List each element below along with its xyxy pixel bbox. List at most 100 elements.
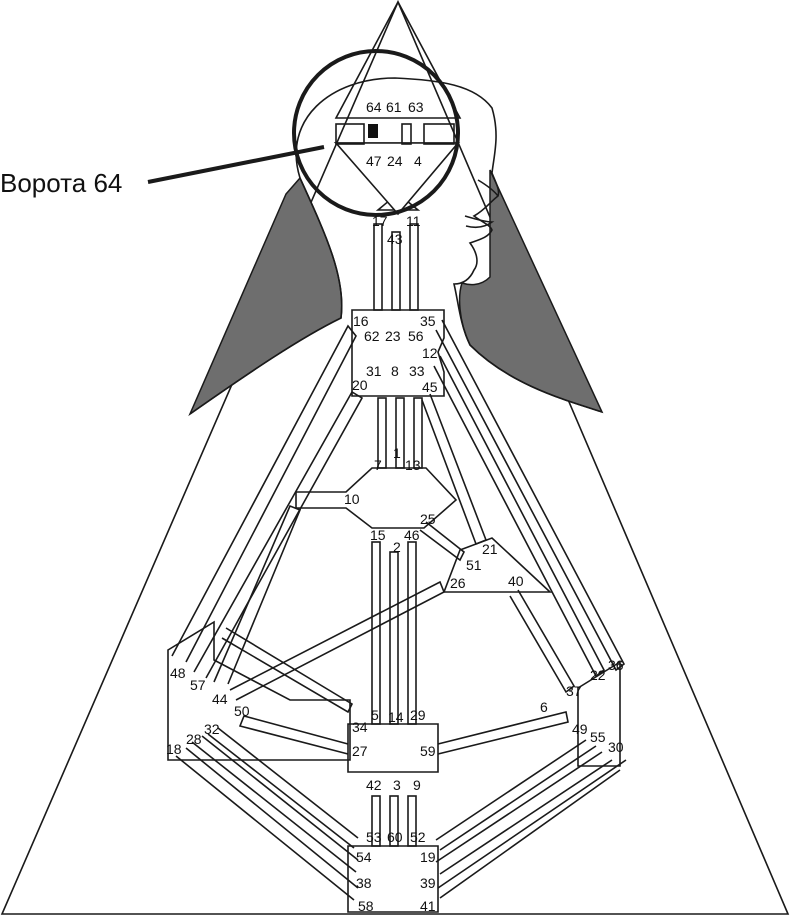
callout-pointer <box>147 145 325 184</box>
gate-label-26: 26 <box>450 575 466 591</box>
channel-11-56 <box>409 223 419 311</box>
gate-label-32: 32 <box>204 721 220 737</box>
channel-28-38 <box>191 741 357 873</box>
gate-label-17: 17 <box>372 213 388 229</box>
gate-label-41: 41 <box>420 898 436 914</box>
gate-label-52: 52 <box>410 829 426 845</box>
gate-label-13: 13 <box>405 457 421 473</box>
gate-label-55: 55 <box>590 729 606 745</box>
gate-label-44: 44 <box>212 691 228 707</box>
g-center <box>295 467 458 529</box>
channel-44-26 <box>229 580 446 701</box>
gate-label-48: 48 <box>170 665 186 681</box>
gate-label-27: 27 <box>352 743 368 759</box>
channel-25-51 <box>419 521 466 562</box>
channel-55-39b <box>435 739 587 841</box>
gate-label-24: 24 <box>387 153 403 169</box>
channel-57-20 <box>193 390 364 679</box>
channel-61-box <box>401 123 412 145</box>
channel-57-34 <box>221 627 354 714</box>
gate-label-35: 35 <box>420 313 436 329</box>
channel-30-41 <box>439 769 621 899</box>
gate-label-42: 42 <box>366 777 382 793</box>
channel-63-box <box>423 123 455 145</box>
channel-49-19 <box>439 759 613 875</box>
face-lips <box>464 215 495 228</box>
gate-label-14: 14 <box>388 709 404 725</box>
channel-32-54 <box>207 733 355 849</box>
channel-28-38b <box>201 735 359 861</box>
gate-label-7: 7 <box>374 457 382 473</box>
magnifier-circle <box>292 49 460 217</box>
gate-label-3: 3 <box>393 777 401 793</box>
channel-27-50 <box>238 715 349 755</box>
gate-label-23: 23 <box>385 328 401 344</box>
channel-18-58 <box>175 755 355 901</box>
gate-label-2: 2 <box>393 539 401 555</box>
gate-label-40: 40 <box>508 573 524 589</box>
spleen-center <box>167 620 351 761</box>
channel-49-19b <box>435 751 603 863</box>
gate-label-10: 10 <box>344 491 360 507</box>
gate-label-1: 1 <box>393 445 401 461</box>
gate-label-47: 47 <box>366 153 382 169</box>
channel-7-31 <box>377 397 387 469</box>
gate-label-25: 25 <box>420 511 436 527</box>
throat-center <box>351 309 445 397</box>
gate-label-12: 12 <box>422 345 438 361</box>
gate-label-8: 8 <box>391 363 399 379</box>
gate-label-51: 51 <box>466 557 482 573</box>
gate-label-28: 28 <box>186 731 202 747</box>
channel-2-14 <box>389 551 399 725</box>
gate-label-22: 22 <box>590 667 606 683</box>
channel-55-39 <box>439 745 597 851</box>
channel-46-29 <box>407 541 417 725</box>
ajna-center-fill <box>334 142 460 216</box>
gate-label-6: 6 <box>540 699 548 715</box>
gate-label-19: 19 <box>420 849 436 865</box>
channel-37-40 <box>509 589 576 694</box>
gate-label-54: 54 <box>356 849 372 865</box>
channel-1-8 <box>395 397 405 469</box>
channel-57-10 <box>213 504 302 685</box>
channel-left-box <box>335 123 365 145</box>
body-silhouette <box>189 77 603 415</box>
solar-plexus-center <box>577 660 621 767</box>
channel-59-6 <box>437 711 569 755</box>
gate-label-30: 30 <box>608 739 624 755</box>
gate-label-9: 9 <box>413 777 421 793</box>
gate-label-37: 37 <box>566 683 582 699</box>
channel-9-52 <box>407 795 417 847</box>
right-shoulder-shade <box>458 169 604 414</box>
gate-label-31: 31 <box>366 363 382 379</box>
gate-label-33: 33 <box>409 363 425 379</box>
channel-43-23 <box>391 231 401 311</box>
channel-30-41b <box>437 759 627 889</box>
channel-13-33 <box>413 397 423 469</box>
gate-label-43: 43 <box>387 231 403 247</box>
gate-label-21: 21 <box>482 541 498 557</box>
gate-label-62: 62 <box>364 328 380 344</box>
gate-label-38: 38 <box>356 875 372 891</box>
channel-42-53 <box>371 795 381 847</box>
gate-label-49: 49 <box>572 721 588 737</box>
channel-15-5 <box>371 541 381 725</box>
left-shoulder-shade <box>188 176 343 417</box>
callout-text: Ворота 64 <box>0 168 122 198</box>
gate-label-4: 4 <box>414 153 422 169</box>
gate-label-56: 56 <box>408 328 424 344</box>
gate-label-58: 58 <box>358 898 374 914</box>
channel-18-58b <box>185 747 359 889</box>
gate-label-18: 18 <box>166 741 182 757</box>
gate-64-box <box>368 124 378 138</box>
gate-label-57: 57 <box>190 677 206 693</box>
gate-label-36: 36 <box>608 657 624 673</box>
channel-12-22 <box>433 355 606 678</box>
gate-label-59: 59 <box>420 743 436 759</box>
gate-label-61: 61 <box>386 99 402 115</box>
gate-label-11: 11 <box>406 213 421 229</box>
gate-label-53: 53 <box>366 829 382 845</box>
